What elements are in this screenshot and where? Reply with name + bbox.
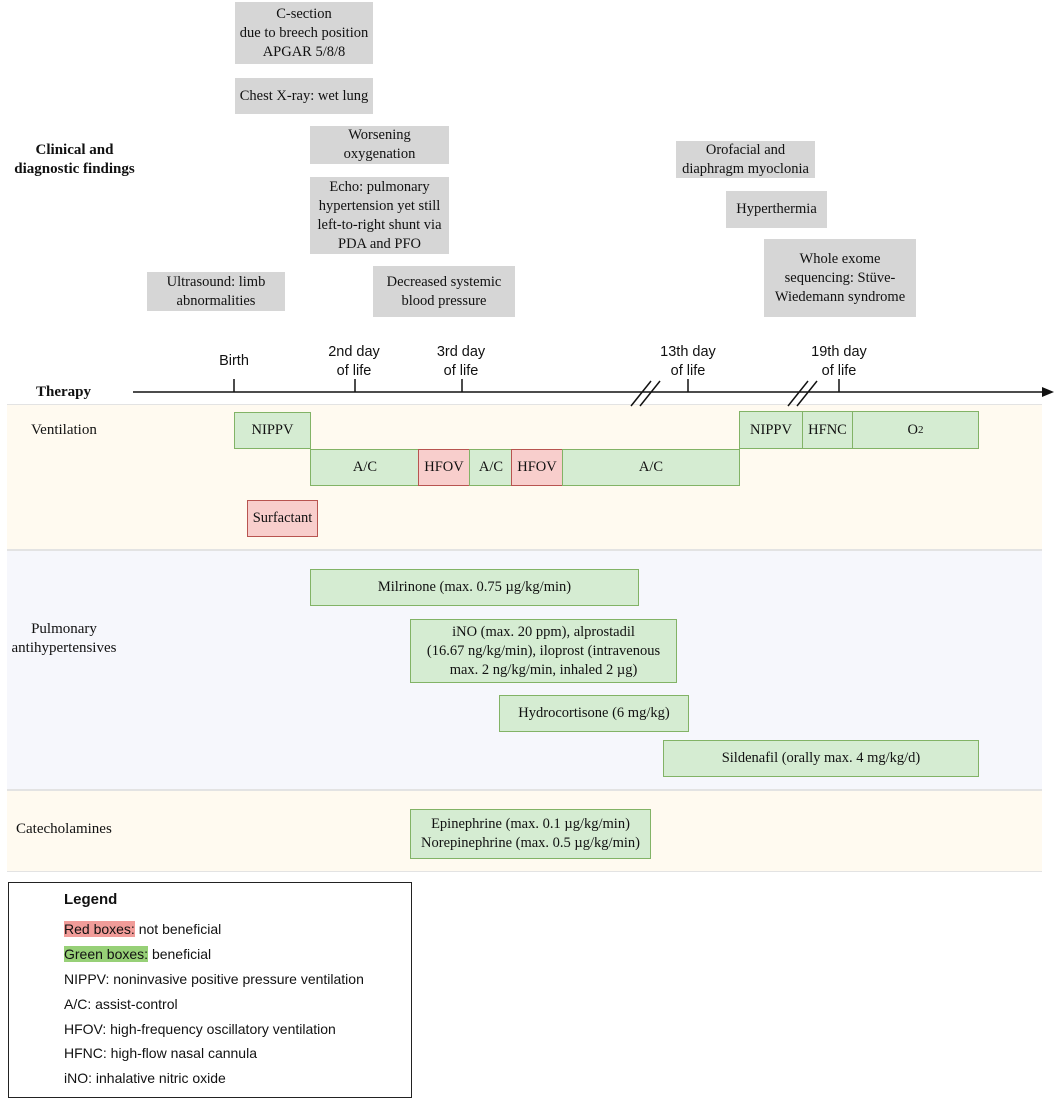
axis-break-1 (630, 380, 661, 407)
tick-label-day3: 3rd day of life (436, 344, 486, 379)
timeline-axis (133, 379, 1054, 407)
catecholamines-label: Catecholamines (16, 821, 112, 837)
nippv-box-2: NIPPV (739, 411, 803, 449)
legend-hfov: HFOV: high-frequency oscillatory ventila… (64, 1021, 336, 1037)
legend-green-swatch: Green boxes: (64, 946, 149, 962)
milrinone-box: Milrinone (max. 0.75 µg/kg/min) (310, 569, 639, 606)
hydrocortisone-box: Hydrocortisone (6 mg/kg) (499, 695, 689, 732)
legend-green-text: beneficial (148, 946, 212, 962)
legend: Legend Red boxes: not beneficial Green b… (8, 882, 412, 1098)
ac-box-1: A/C (310, 449, 420, 486)
sildenafil-box: Sildenafil (orally max. 4 mg/kg/d) (663, 740, 979, 777)
nippv-box-1: NIPPV (234, 412, 311, 449)
ino-alprostadil-iloprost-box: iNO (max. 20 ppm), alprostadil (16.67 ng… (410, 619, 677, 683)
timeline-arrowhead (1042, 387, 1054, 397)
tick-label-day19: 19th day of life (811, 344, 867, 379)
legend-hfnc: HFNC: high-flow nasal cannula (64, 1045, 257, 1061)
tick-label-day2: 2nd day of life (328, 344, 380, 379)
finding-chest-xray: Chest X-ray: wet lung (235, 78, 373, 114)
oxygen-subscript: 2 (917, 423, 924, 436)
ventilation-label: Ventilation (31, 422, 97, 438)
finding-exome-sequencing: Whole exome sequencing: Stüve- Wiedemann… (764, 239, 916, 317)
legend-ino: iNO: inhalative nitric oxide (64, 1070, 226, 1086)
legend-red-text: not beneficial (134, 921, 222, 937)
hfnc-box: HFNC (802, 411, 853, 449)
legend-ac: A/C: assist-control (64, 996, 178, 1012)
finding-csection: C-section due to breech position APGAR 5… (235, 2, 373, 64)
ac-box-3: A/C (562, 449, 740, 486)
epinephrine-norepinephrine-box: Epinephrine (max. 0.1 µg/kg/min) Norepin… (410, 809, 651, 859)
finding-ultrasound: Ultrasound: limb abnormalities (147, 272, 285, 311)
legend-green: Green boxes: beneficial (64, 945, 211, 963)
finding-hyperthermia: Hyperthermia (726, 191, 827, 228)
oxygen-label: O (907, 421, 918, 438)
finding-myoclonia: Orofacial and diaphragm myoclonia (676, 141, 815, 178)
legend-red-swatch: Red boxes: (64, 921, 135, 937)
hfov-box-2: HFOV (511, 449, 563, 486)
finding-worsening-oxygenation: Worsening oxygenation (310, 126, 449, 164)
legend-nippv: NIPPV: noninvasive positive pressure ven… (64, 971, 364, 987)
finding-echo: Echo: pulmonary hypertension yet still l… (310, 177, 449, 254)
legend-title: Legend (64, 891, 118, 908)
therapy-label: Therapy (36, 384, 92, 400)
hfov-box-1: HFOV (418, 449, 470, 486)
pulmonary-antihypertensives-label: Pulmonary antihypertensives (11, 621, 117, 656)
axis-break-2 (787, 380, 818, 407)
ac-box-2: A/C (469, 449, 513, 486)
finding-blood-pressure: Decreased systemic blood pressure (373, 266, 515, 317)
legend-red: Red boxes: not beneficial (64, 920, 221, 938)
surfactant-box: Surfactant (247, 500, 318, 537)
tick-label-birth: Birth (219, 353, 249, 369)
findings-heading: Clinical and diagnostic findings (14, 142, 135, 177)
tick-label-day13: 13th day of life (660, 344, 716, 379)
